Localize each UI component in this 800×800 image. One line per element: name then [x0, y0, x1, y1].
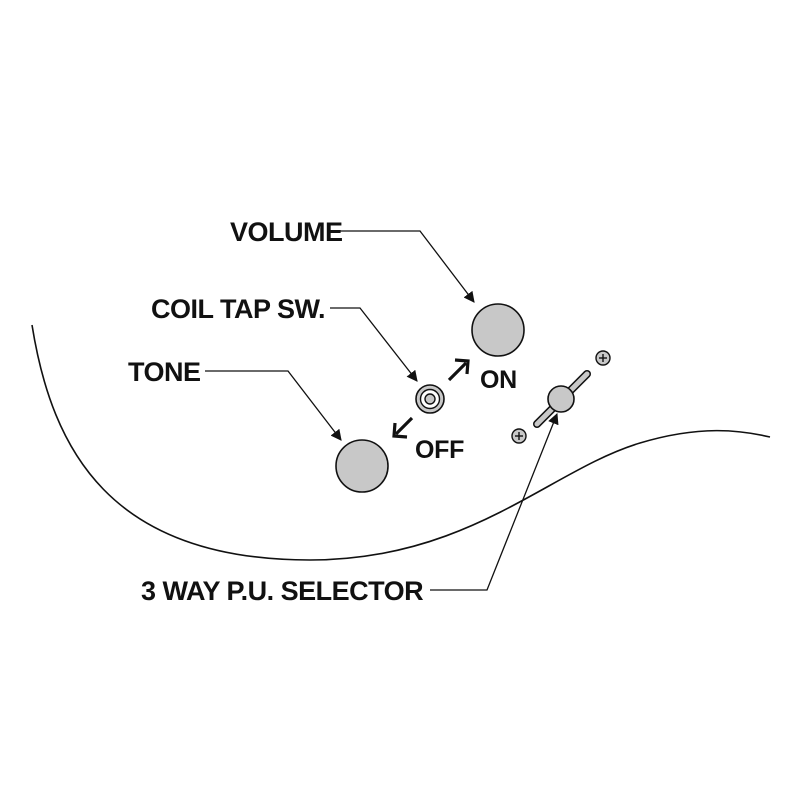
- tone-label: TONE: [128, 357, 201, 387]
- volume-leader-line: [340, 230, 475, 303]
- tone-leader-line: [205, 370, 342, 441]
- off-label: OFF: [415, 436, 464, 464]
- volume-label: VOLUME: [230, 217, 343, 247]
- off-arrow-icon: [392, 416, 414, 439]
- coil-tap-leader-line: [330, 307, 418, 382]
- pickup-selector-switch: [533, 370, 591, 428]
- selector-label: 3 WAY P.U. SELECTOR: [141, 576, 423, 606]
- coil-tap-switch: [415, 384, 445, 414]
- screw-icon: [511, 428, 527, 444]
- on-label: ON: [480, 366, 517, 394]
- tone-knob: [335, 439, 389, 493]
- coil-tap-label: COIL TAP SW.: [151, 294, 325, 324]
- volume-knob: [471, 303, 525, 357]
- on-arrow-icon: [447, 358, 470, 382]
- guitar-body-outline: [31, 324, 771, 561]
- selector-leader-line: [430, 412, 559, 591]
- screw-icon: [595, 350, 611, 366]
